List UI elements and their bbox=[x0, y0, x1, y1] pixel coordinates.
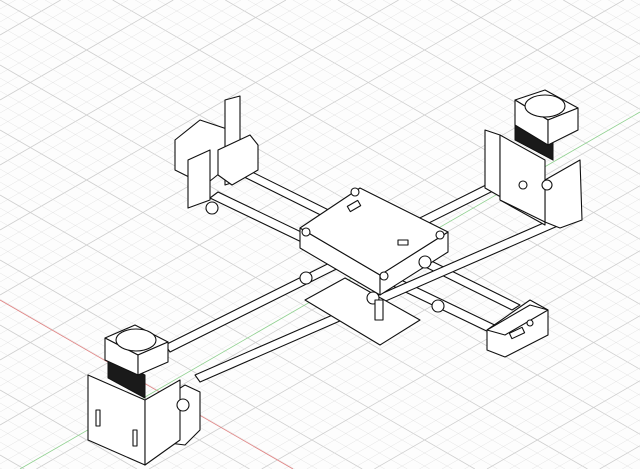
grid-line bbox=[419, 341, 640, 469]
grid-line bbox=[351, 302, 640, 469]
grid-line bbox=[261, 250, 640, 469]
grid-line bbox=[0, 0, 264, 153]
grid-line bbox=[0, 0, 332, 192]
grid-line bbox=[44, 0, 640, 344]
grid-line bbox=[0, 454, 25, 469]
grid-line bbox=[0, 0, 557, 322]
grid-line bbox=[0, 285, 318, 469]
grid-line bbox=[405, 0, 640, 136]
grid-line bbox=[554, 419, 640, 469]
grid-line bbox=[374, 315, 640, 469]
bottom-right-idler-block[interactable] bbox=[486, 299, 549, 358]
grid-line bbox=[0, 0, 377, 218]
grid-line bbox=[0, 0, 579, 335]
grid-line bbox=[0, 0, 309, 179]
grid-line bbox=[0, 298, 295, 469]
x-axis-line bbox=[0, 299, 294, 469]
grid-line bbox=[608, 0, 640, 19]
grid-line bbox=[0, 181, 498, 469]
grid-line bbox=[239, 237, 640, 469]
grid-line bbox=[135, 0, 640, 292]
grid-line bbox=[0, 0, 354, 205]
grid-line bbox=[67, 0, 640, 331]
grid-line bbox=[0, 77, 640, 448]
grid-line bbox=[0, 103, 633, 469]
grid-line bbox=[0, 389, 138, 469]
grid-line bbox=[0, 402, 115, 469]
grid-line bbox=[0, 0, 625, 361]
grid-line bbox=[0, 428, 70, 469]
grid-line bbox=[216, 224, 640, 469]
grid-line bbox=[0, 0, 242, 140]
grid-line bbox=[292, 0, 640, 201]
grid-line bbox=[193, 211, 640, 469]
grid-line bbox=[0, 246, 385, 469]
grid-line bbox=[0, 233, 408, 469]
grid-line bbox=[495, 0, 640, 84]
grid-line bbox=[0, 16, 640, 387]
grid-line bbox=[540, 0, 640, 58]
grid-line bbox=[576, 432, 640, 469]
grid-line bbox=[0, 0, 399, 231]
grid-line bbox=[585, 0, 640, 32]
grid-line bbox=[0, 3, 640, 374]
grid-line bbox=[0, 259, 363, 469]
grid-line bbox=[599, 445, 640, 469]
grid-line bbox=[486, 380, 640, 469]
grid-line bbox=[0, 207, 453, 469]
grid-line bbox=[284, 263, 640, 469]
grid-line bbox=[315, 0, 640, 188]
grid-line bbox=[382, 0, 640, 149]
bottom-left-stepper-motor[interactable] bbox=[87, 324, 201, 466]
grid-line bbox=[0, 0, 174, 101]
grid-line bbox=[171, 198, 640, 469]
grid-line bbox=[0, 116, 611, 469]
grid-line bbox=[0, 0, 534, 309]
grid-line bbox=[563, 0, 640, 45]
grid-line bbox=[337, 0, 640, 175]
grid-line bbox=[306, 276, 640, 469]
grid-line bbox=[0, 155, 543, 469]
grid-line bbox=[0, 272, 340, 469]
grid-line bbox=[473, 0, 640, 97]
grid-line bbox=[441, 354, 640, 469]
grid-line bbox=[0, 0, 196, 114]
grid-line bbox=[622, 458, 640, 469]
grid-line bbox=[0, 0, 287, 166]
grid-line bbox=[531, 406, 640, 469]
grid-line bbox=[0, 0, 602, 348]
grid-line bbox=[0, 142, 566, 469]
grid-line bbox=[0, 220, 430, 469]
grid-line bbox=[518, 0, 640, 71]
grid-line bbox=[464, 367, 640, 469]
grid-line bbox=[509, 393, 640, 469]
grid-line bbox=[396, 328, 640, 469]
grid-line bbox=[329, 289, 640, 469]
grid-line bbox=[0, 0, 422, 244]
center-carriage[interactable] bbox=[299, 187, 449, 346]
cnc-gantry-model[interactable] bbox=[87, 89, 583, 466]
grid-line bbox=[0, 0, 219, 127]
grid-line bbox=[0, 415, 92, 469]
grid-line bbox=[0, 194, 476, 469]
grid-line bbox=[112, 0, 640, 305]
grid-line bbox=[0, 441, 47, 469]
top-left-idler-block[interactable] bbox=[174, 95, 259, 215]
top-right-stepper-motor[interactable] bbox=[484, 89, 583, 229]
grid-line bbox=[450, 0, 640, 110]
